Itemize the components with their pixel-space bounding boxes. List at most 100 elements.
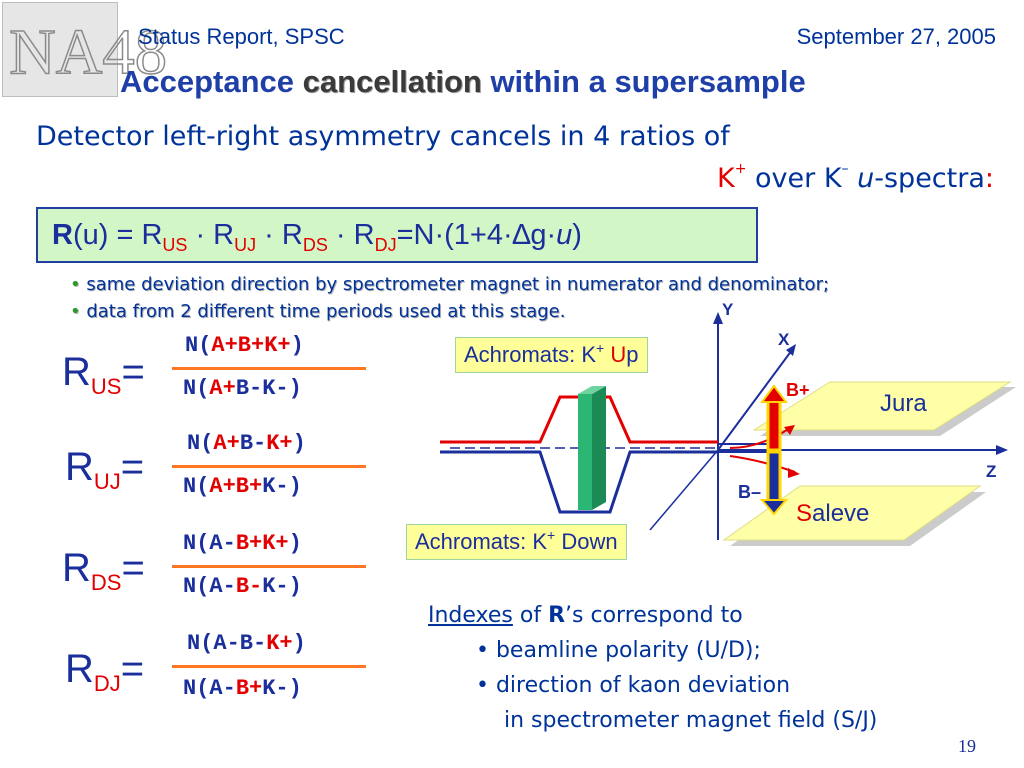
numerator-us: N(A+B+K+) xyxy=(185,333,304,358)
formula-u: (u) = R xyxy=(72,219,163,251)
magnet-top xyxy=(578,386,606,394)
axis-z-label: Z xyxy=(986,462,997,481)
formula-sub-us: US xyxy=(162,234,188,255)
kplus-sup: + xyxy=(734,161,747,177)
indexes-item: • beamline polarity (U/D); xyxy=(476,638,761,663)
den-part: N( xyxy=(183,376,210,401)
x-axis-arrow xyxy=(786,344,796,356)
bullet-dot: • xyxy=(70,301,81,322)
bullet-item: • data from 2 different time periods use… xyxy=(70,301,565,322)
ratio-label-dj: RDJ= xyxy=(65,647,144,697)
indexes-r: R xyxy=(548,603,566,628)
ach-down-sup: + xyxy=(547,527,556,543)
numerator-dj: N(A-B-K+) xyxy=(187,631,306,656)
formula-sub-dj: DJ xyxy=(374,234,397,255)
ratio-label-uj: RUJ= xyxy=(65,445,144,495)
saleve-label: Saleve xyxy=(796,500,869,528)
ratio-eq: = xyxy=(121,546,145,590)
numerator-uj: N(A+B-K+) xyxy=(187,431,306,456)
ratio-label-us: RUS= xyxy=(62,350,145,400)
denominator-ds: N(A-B-K-) xyxy=(183,574,302,599)
bplus-label: B+ xyxy=(786,380,810,400)
num-part-red: K+ xyxy=(266,431,293,456)
over-k-text: over K xyxy=(746,163,842,194)
ach-up-text: Achromats: K xyxy=(464,342,597,367)
formula-rest: =N·(1+4·∆g· xyxy=(396,219,557,251)
subtitle-line1: Detector left-right asymmetry cancels in… xyxy=(36,121,730,152)
saleve-s: S xyxy=(796,500,813,527)
den-part-red: B- xyxy=(235,574,263,599)
ratio-sub: DS xyxy=(90,570,122,595)
deflect-up xyxy=(729,427,791,449)
num-part-red: B+K+ xyxy=(235,531,289,556)
header-date: September 27, 2005 xyxy=(796,24,996,49)
ratio-label-ds: RDS= xyxy=(62,546,145,596)
num-part: N( xyxy=(187,431,214,456)
den-part: B-K-) xyxy=(235,376,302,401)
ach-down-text: Achromats: K xyxy=(415,529,548,554)
fraction-line xyxy=(172,565,366,568)
page-number: 19 xyxy=(958,736,976,756)
num-part: N( xyxy=(185,333,212,358)
kplus-symbol: K xyxy=(717,163,735,194)
header-left: Status Report, SPSC xyxy=(138,24,345,49)
logo-text: NA48 xyxy=(9,15,167,87)
numerator-ds: N(A-B+K+) xyxy=(183,531,302,556)
beam-down-blue xyxy=(440,450,718,514)
formula-sub-ds: DS xyxy=(302,234,328,255)
ratio-r: R xyxy=(62,546,91,590)
kminus-sup: – xyxy=(841,161,849,177)
achromats-up-label: Achromats: K+ Up xyxy=(455,337,648,373)
indexes-block: Indexes of R’s correspond to • beamline … xyxy=(428,598,877,738)
bullet-item: • same deviation direction by spectromet… xyxy=(70,274,829,295)
saleve-plane xyxy=(722,485,982,541)
beamline-diagram xyxy=(440,312,1016,546)
num-part: ) xyxy=(288,531,302,556)
bullet-dot: • xyxy=(70,274,81,295)
subtitle-line2: K+ over K– u-spectra: xyxy=(717,161,994,194)
formula-box: R(u) = RUS · RUJ · RDS · RDJ=N·(1+4·∆g·u… xyxy=(36,207,758,263)
den-part: K-) xyxy=(262,676,302,701)
ach-up-sup: + xyxy=(596,340,605,356)
den-part: K-) xyxy=(262,474,302,499)
indexes-item: • direction of kaon deviation xyxy=(476,673,791,698)
spectra-text: -spectra xyxy=(874,163,985,194)
deflect-up-arrow xyxy=(784,425,795,435)
ratio-sub: US xyxy=(90,374,122,399)
title-highlight: cancellation xyxy=(302,64,482,99)
bminus-label: B– xyxy=(738,482,762,502)
formula-dot2: · R xyxy=(256,219,303,251)
ratio-sub: UJ xyxy=(93,469,121,494)
title-part2: within a supersample xyxy=(481,64,806,99)
achromats-down-label: Achromats: K+ Down xyxy=(406,524,627,560)
axis-x-label: X xyxy=(778,330,790,349)
jura-label: Jura xyxy=(880,390,927,417)
den-part: K-) xyxy=(262,574,302,599)
indexes-rest: ’s correspond to xyxy=(565,603,743,628)
magnet-front xyxy=(578,394,592,510)
formula-R: R xyxy=(52,219,73,251)
den-part-red: A+B+ xyxy=(209,474,263,499)
ratio-sub: DJ xyxy=(93,671,121,696)
x-axis xyxy=(717,349,793,451)
ratio-r: R xyxy=(62,350,91,394)
den-part: N(A- xyxy=(183,574,236,599)
num-part: ) xyxy=(290,333,304,358)
ratio-r: R xyxy=(65,445,94,489)
slide-title: Acceptance cancellation within a supersa… xyxy=(120,64,806,100)
title-part1: Acceptance xyxy=(120,64,303,99)
axis-y-label: Y xyxy=(722,300,734,319)
bplus-arrow-head xyxy=(760,384,788,403)
den-part-red: B+ xyxy=(235,676,263,701)
denominator-uj: N(A+B+K-) xyxy=(183,474,302,499)
deflect-down xyxy=(729,455,796,473)
den-part: N(A- xyxy=(183,676,236,701)
fraction-line xyxy=(172,665,366,668)
formula-close: ) xyxy=(572,219,582,251)
ach-up-rest: p xyxy=(626,342,639,367)
num-part: ) xyxy=(292,431,306,456)
magnet-side xyxy=(592,386,606,510)
indexes-of: of xyxy=(512,603,549,628)
bminus-arrow-body xyxy=(766,450,782,504)
ratio-eq: = xyxy=(120,647,145,691)
